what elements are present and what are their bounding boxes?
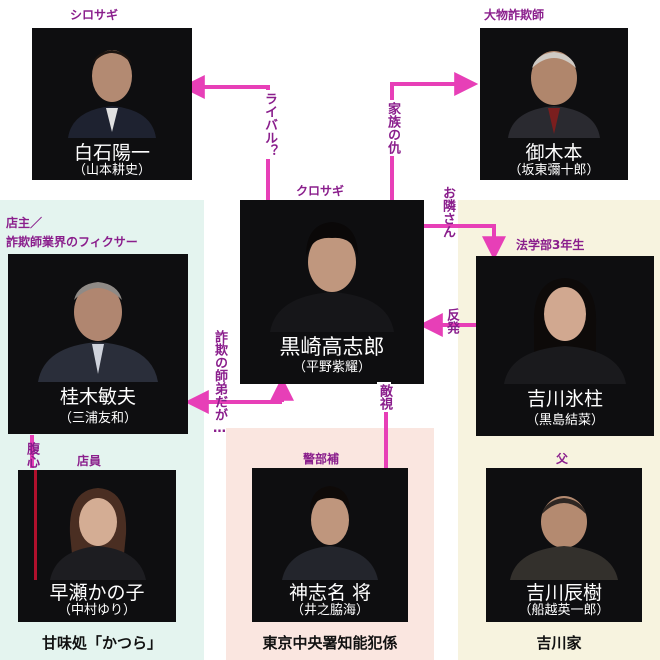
- name-yoshikawa-hio: 吉川氷柱: [526, 388, 603, 410]
- relation-label-revenge: 家族の仇: [385, 100, 400, 156]
- name-mikimoto: 御木本: [525, 142, 583, 164]
- role-hayase: 店員: [77, 454, 102, 468]
- portrait-kurosaki: [240, 200, 424, 332]
- role-yoshikawa-tatsuki: 父: [556, 452, 569, 466]
- portrait-shiraishi: [32, 28, 192, 138]
- card-katsuragi: 桂木敏夫 （三浦友和）: [8, 254, 188, 434]
- relation-label-rival: ライバル？: [262, 90, 277, 159]
- portrait-kamishina: [252, 468, 408, 580]
- role-mikimoto: 大物詐欺師: [484, 8, 545, 22]
- relation-label-master: 詐欺の師弟だが…: [212, 330, 227, 436]
- portrait-katsuragi: [8, 254, 188, 382]
- role-katsuragi-line1: 店主／: [6, 216, 43, 230]
- arrow-rival: [180, 75, 270, 200]
- card-yoshikawa-tatsuki: 吉川辰樹 （船越英一郎）: [486, 468, 642, 622]
- name-shiraishi: 白石陽一: [73, 142, 150, 164]
- group-name-yoshikawa: 吉川家: [536, 634, 582, 652]
- group-name-keishicho: 東京中央署知能犯係: [262, 634, 398, 652]
- group-name-katsura: 甘味処「かつら」: [41, 634, 162, 652]
- name-hayase: 早瀬かの子: [49, 582, 145, 604]
- card-hayase: 早瀬かの子 （中村ゆり）: [18, 470, 176, 622]
- relation-label-tekishi: 敵視: [377, 382, 392, 412]
- portrait-yoshikawa-hio: [476, 256, 654, 384]
- role-katsuragi-line2: 詐欺師業界のフィクサー: [6, 235, 138, 249]
- actor-katsuragi: （三浦友和）: [58, 411, 137, 426]
- name-yoshikawa-tatsuki: 吉川辰樹: [525, 582, 602, 604]
- actor-kurosaki: （平野紫耀）: [292, 360, 371, 375]
- role-shiraishi: シロサギ: [70, 8, 119, 22]
- name-katsuragi: 桂木敏夫: [59, 386, 136, 408]
- relation-label-neighbor: お隣さん: [440, 186, 455, 238]
- card-shiraishi: 白石陽一 （山本耕史）: [32, 28, 192, 180]
- role-yoshikawa-hio: 法学部3年生: [516, 238, 585, 252]
- relation-label-hanpatsu: 反発: [444, 308, 459, 334]
- actor-yoshikawa-hio: （黒島結菜）: [525, 413, 604, 428]
- arrow-revenge: [390, 72, 479, 200]
- actor-mikimoto: （坂東彌十郎）: [508, 163, 600, 178]
- name-kurosaki: 黒崎高志郎: [279, 335, 385, 359]
- portrait-hayase: [18, 470, 176, 580]
- actor-kamishina: （井之脇海）: [290, 603, 369, 618]
- portrait-yoshikawa-tatsuki: [486, 468, 642, 580]
- card-kamishina: 神志名 将 （井之脇海）: [252, 468, 408, 622]
- actor-hayase: （中村ゆり）: [57, 603, 136, 618]
- card-yoshikawa-hio: 吉川氷柱 （黒島結菜）: [476, 256, 654, 436]
- card-mikimoto: 御木本 （坂東彌十郎）: [480, 28, 628, 180]
- relation-label-fukushin: 腹心: [24, 442, 39, 468]
- role-kamishina: 警部補: [303, 452, 340, 466]
- actor-yoshikawa-tatsuki: （船越英一郎）: [518, 603, 610, 618]
- actor-shiraishi: （山本耕史）: [72, 163, 151, 178]
- role-kurosaki: クロサギ: [296, 184, 345, 198]
- card-kurosaki: 黒崎高志郎 （平野紫耀）: [240, 200, 424, 384]
- portrait-mikimoto: [480, 28, 628, 138]
- name-kamishina: 神志名 将: [288, 582, 372, 604]
